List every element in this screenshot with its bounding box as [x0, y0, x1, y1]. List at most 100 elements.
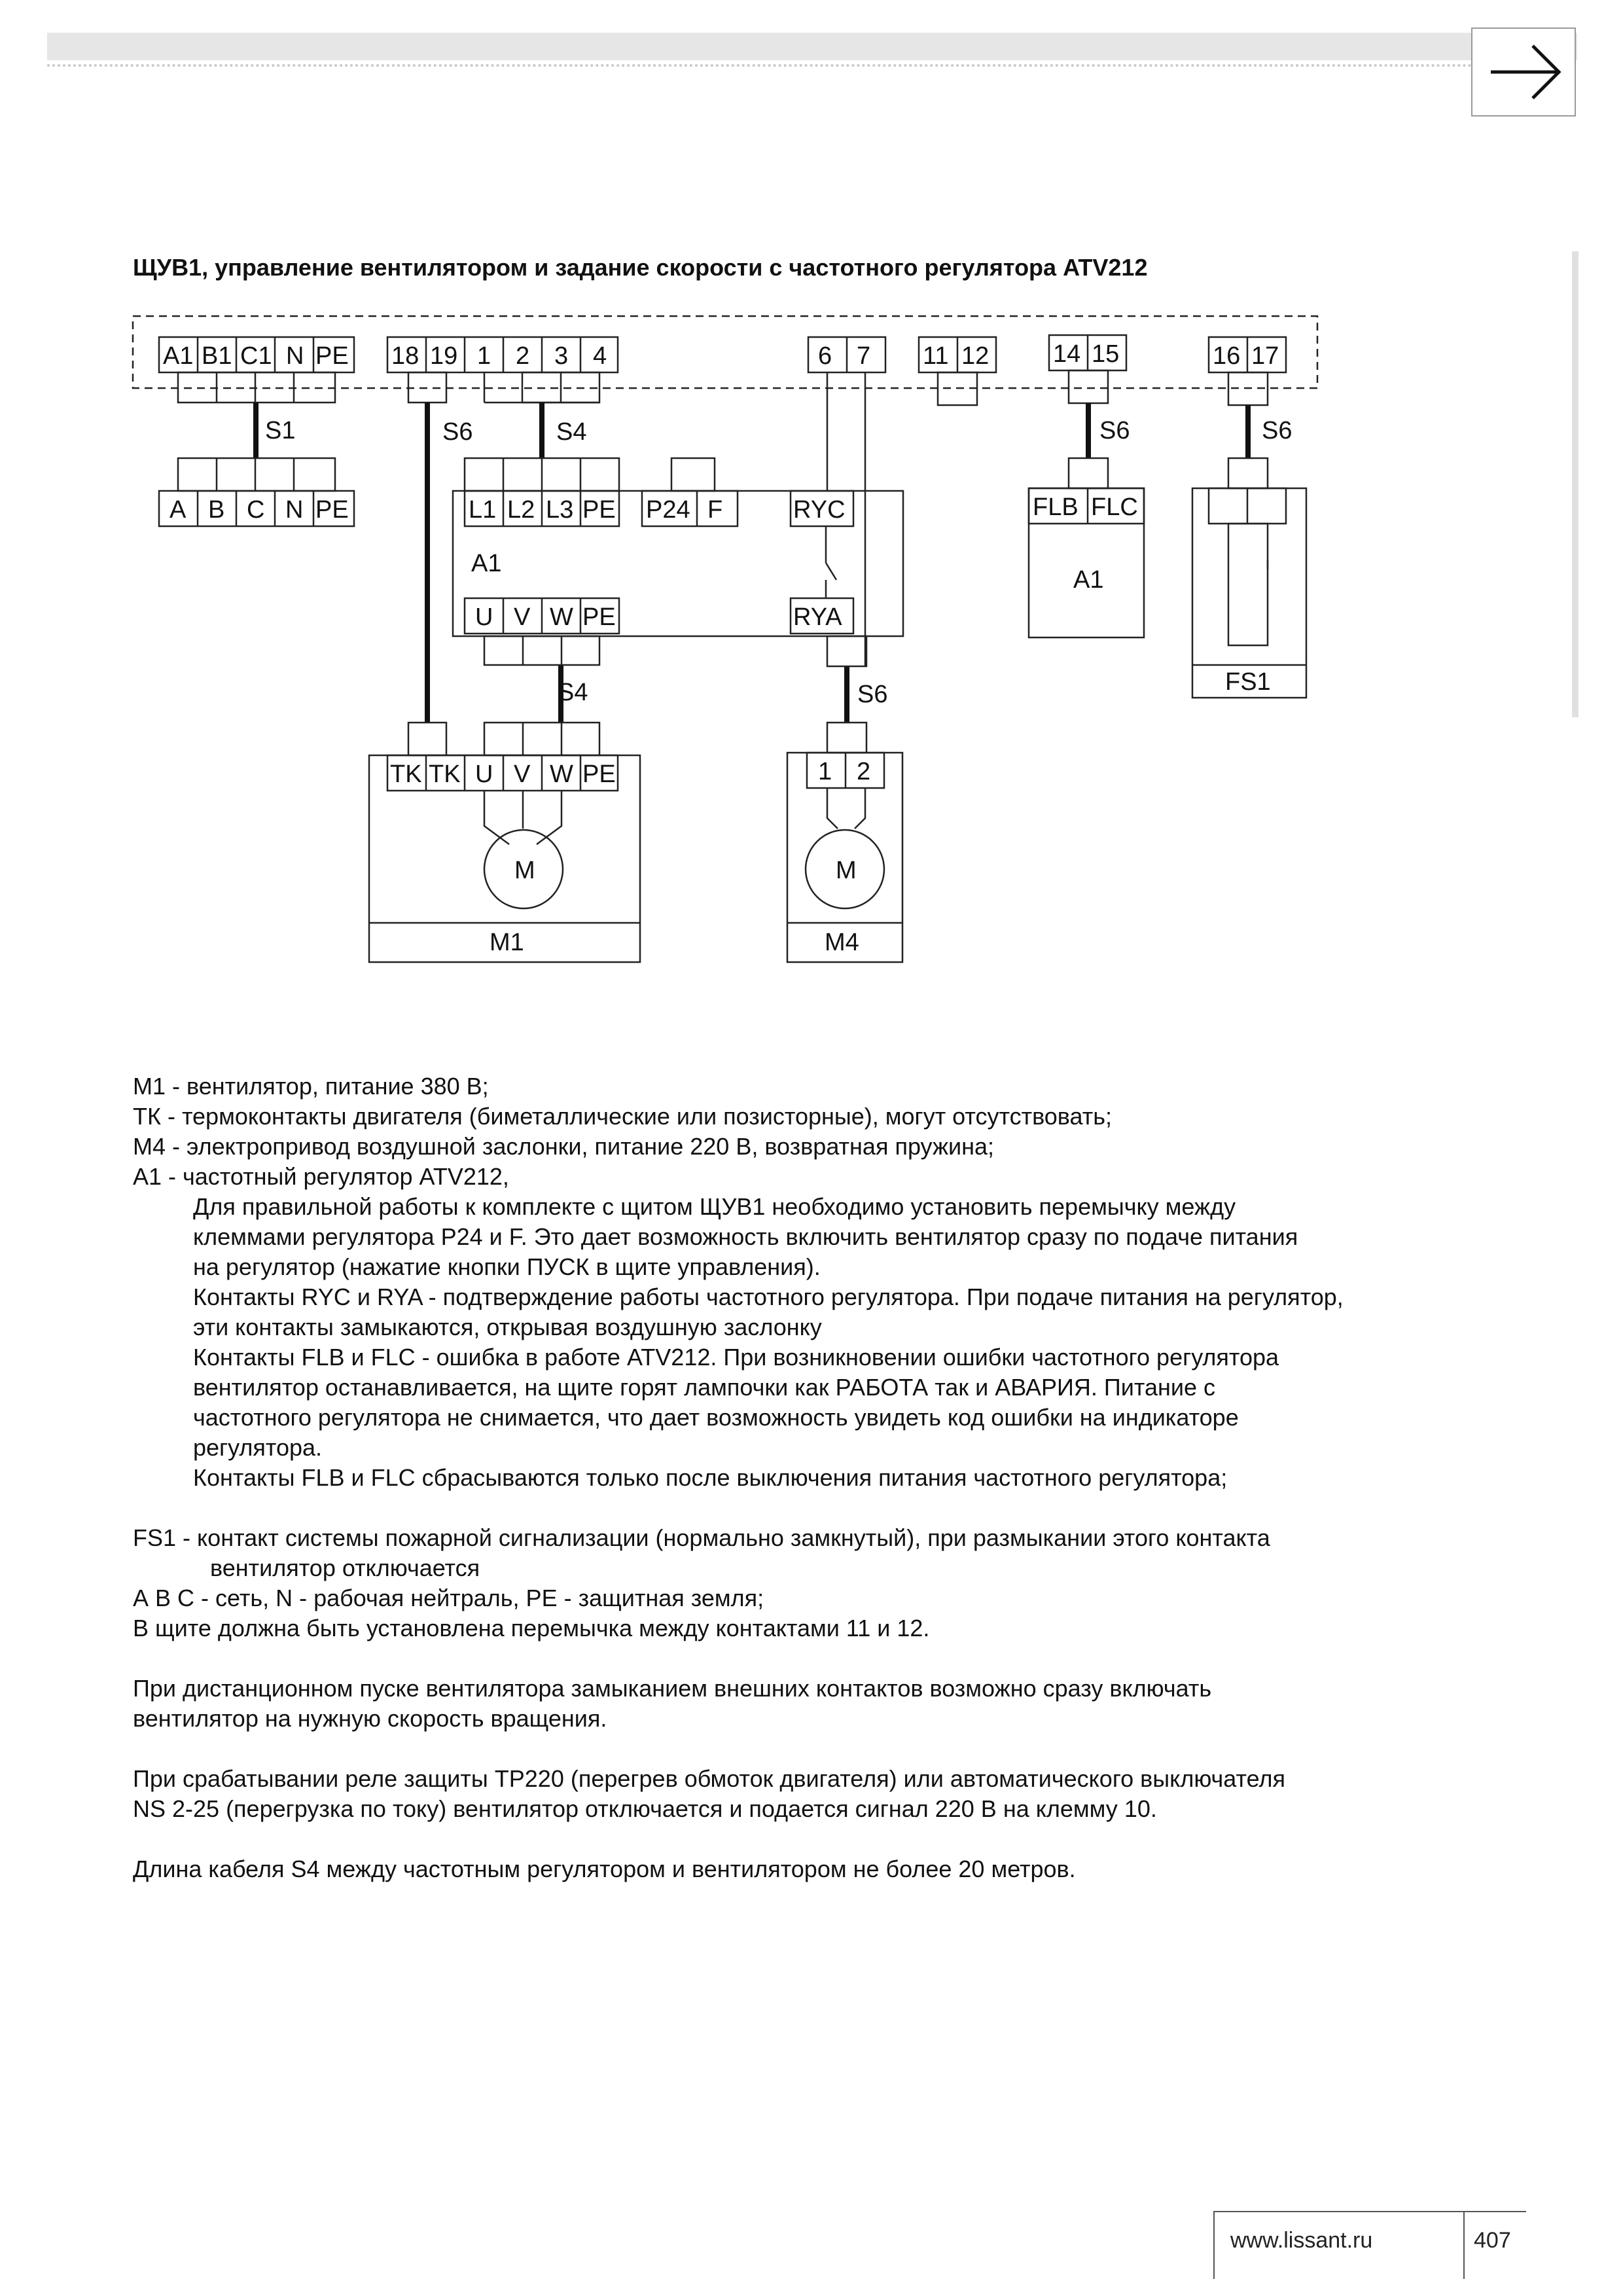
cable-label-s6-b: S6	[1099, 417, 1130, 444]
note-line: Для правильной работы к комплекте с щито…	[193, 1193, 1236, 1220]
vfd-term-u: U	[475, 603, 493, 631]
shield-terminals-fire: 16 17	[1207, 336, 1287, 406]
note-line: M1 - вентилятор, питание 380 В;	[133, 1073, 489, 1100]
fault-block: FLB FLC A1	[1027, 457, 1145, 639]
footer-url-link[interactable]: www.lissant.ru	[1230, 2228, 1373, 2253]
note-line: эти контакты замыкаются, открывая воздуш…	[193, 1314, 822, 1340]
shield-terminals-fault: 14 15	[1048, 334, 1128, 404]
shield-term-14: 14	[1053, 340, 1080, 368]
vfd-a1: L1 L2 L3 PE P24 F RYC A1 U V W PE RYA	[452, 457, 904, 668]
note-line: При срабатывании реле защиты ТР220 (пере…	[133, 1765, 1285, 1792]
note-line: Контакты FLB и FLC сбрасываются только п…	[193, 1464, 1228, 1491]
vfd-term-f: F	[707, 496, 722, 524]
note-line: на регулятор (нажатие кнопки ПУСК в щите…	[193, 1253, 821, 1280]
cable-label-s6-d: S6	[857, 681, 887, 708]
fan-term-tk1: TK	[390, 761, 422, 788]
fault-term-flc: FLC	[1091, 493, 1138, 521]
shield-term-11: 11	[923, 342, 948, 370]
vfd-term-rya: RYA	[793, 603, 842, 631]
note-line: FS1 - контакт системы пожарной сигнализа…	[133, 1524, 1270, 1551]
note-line: вентилятор отключается	[210, 1554, 480, 1581]
vfd-term-ryc: RYC	[793, 496, 846, 524]
note-line: частотного регулятора не снимается, что …	[193, 1404, 1239, 1431]
shield-term-16: 16	[1213, 342, 1240, 370]
mains-term-n: N	[285, 496, 303, 524]
vfd-term-v: V	[514, 603, 531, 631]
legend-notes: M1 - вентилятор, питание 380 В; ТК - тер…	[133, 1071, 1540, 1884]
damper-m4: 1 2 M M4	[786, 721, 904, 963]
shield-term-12: 12	[961, 342, 989, 370]
vfd-term-l1: L1	[469, 496, 496, 524]
shield-term-b1: B1	[202, 342, 232, 370]
shield-terminals-ryc: 6 7	[807, 336, 887, 374]
note-line: А1 - частотный регулятор ATV212,	[133, 1163, 509, 1190]
note-line: Контакты RYC и RYA - подтверждение работ…	[193, 1283, 1344, 1310]
page-edge-marker	[1572, 251, 1578, 717]
page-number: 407	[1474, 2228, 1511, 2253]
shield-term-6: 6	[818, 342, 832, 370]
note-line: При дистанционном пуске вентилятора замы…	[133, 1675, 1212, 1702]
note-line: ТК - термоконтакты двигателя (биметаллич…	[133, 1103, 1113, 1130]
vfd-term-p24: P24	[646, 496, 690, 524]
fire-block-label: FS1	[1225, 668, 1271, 696]
vfd-label: A1	[471, 550, 501, 577]
shield-term-3: 3	[554, 342, 568, 370]
cable-label-s4-b: S4	[558, 679, 588, 706]
shield-term-7: 7	[857, 342, 870, 370]
next-page-button[interactable]	[1471, 27, 1576, 117]
shield-term-1: 1	[477, 342, 491, 370]
page-title: ЩУВ1, управление вентилятором и задание …	[133, 254, 1148, 281]
damper-term-2: 2	[857, 758, 870, 785]
shield-term-pe: PE	[315, 342, 349, 370]
mains-term-a: A	[169, 496, 187, 524]
shield-term-19: 19	[430, 342, 457, 370]
footer-divider	[1463, 2212, 1465, 2279]
fault-term-flb: FLB	[1033, 493, 1079, 521]
fan-term-u: U	[475, 761, 493, 788]
note-line: вентилятор останавливается, на щите горя…	[193, 1374, 1216, 1401]
shield-term-4: 4	[593, 342, 607, 370]
page-footer: www.lissant.ru 407	[1213, 2211, 1526, 2279]
note-line: клеммами регулятора P24 и F. Это дает во…	[193, 1223, 1298, 1250]
mains-term-c: C	[247, 496, 264, 524]
shield-boundary	[132, 315, 1319, 389]
note-line: А В С - сеть, N - рабочая нейтраль, PE -…	[133, 1585, 764, 1611]
mains-term-b: B	[208, 496, 224, 524]
note-line: Контакты FLB и FLC - ошибка в работе ATV…	[193, 1344, 1279, 1371]
cable-label-s6-a: S6	[442, 418, 473, 446]
arrow-right-icon	[1491, 45, 1561, 99]
fan-label: M1	[490, 929, 524, 956]
fault-block-label: A1	[1073, 566, 1103, 594]
vfd-term-l2: L2	[507, 496, 535, 524]
shield-term-a1: A1	[163, 342, 193, 370]
shield-term-2: 2	[516, 342, 529, 370]
note-line: М4 - электропривод воздушной заслонки, п…	[133, 1133, 995, 1160]
shield-terminals-control: 18 19 1 2 3 4	[386, 336, 619, 404]
wiring-diagram: A1 B1 C1 N PE 18 19 1 2 3 4 6 7 11 12 14	[132, 315, 1319, 963]
fan-term-pe: PE	[582, 761, 616, 788]
note-line: Длина кабеля S4 между частотным регулято…	[133, 1856, 1076, 1882]
mains-terminals: A B C N PE	[158, 457, 355, 528]
note-line: NS 2-25 (перегрузка по току) вентилятор …	[133, 1795, 1157, 1822]
fan-motor-symbol: M	[514, 857, 535, 884]
cable-label-s4-a: S4	[556, 418, 586, 446]
damper-motor-symbol: M	[836, 857, 857, 884]
fan-term-w: W	[550, 761, 573, 788]
cable-label-s6-c: S6	[1262, 417, 1292, 444]
shield-terminals-jumper: 11 12	[918, 336, 997, 406]
header-bar	[47, 33, 1577, 60]
fan-m1: TK TK U V W PE M M1	[368, 721, 641, 963]
shield-term-c1: C1	[240, 342, 272, 370]
shield-term-n: N	[286, 342, 304, 370]
vfd-term-l3: L3	[546, 496, 573, 524]
vfd-term-pe: PE	[582, 496, 616, 524]
fan-term-tk2: TK	[429, 761, 461, 788]
note-line: регулятора.	[193, 1434, 323, 1461]
shield-term-18: 18	[391, 342, 419, 370]
note-line: вентилятор на нужную скорость вращения.	[133, 1705, 607, 1732]
damper-label: M4	[825, 929, 859, 956]
vfd-term-w: W	[550, 603, 573, 631]
mains-term-pe: PE	[315, 496, 349, 524]
shield-term-17: 17	[1251, 342, 1279, 370]
cable-label-s1: S1	[265, 417, 295, 444]
